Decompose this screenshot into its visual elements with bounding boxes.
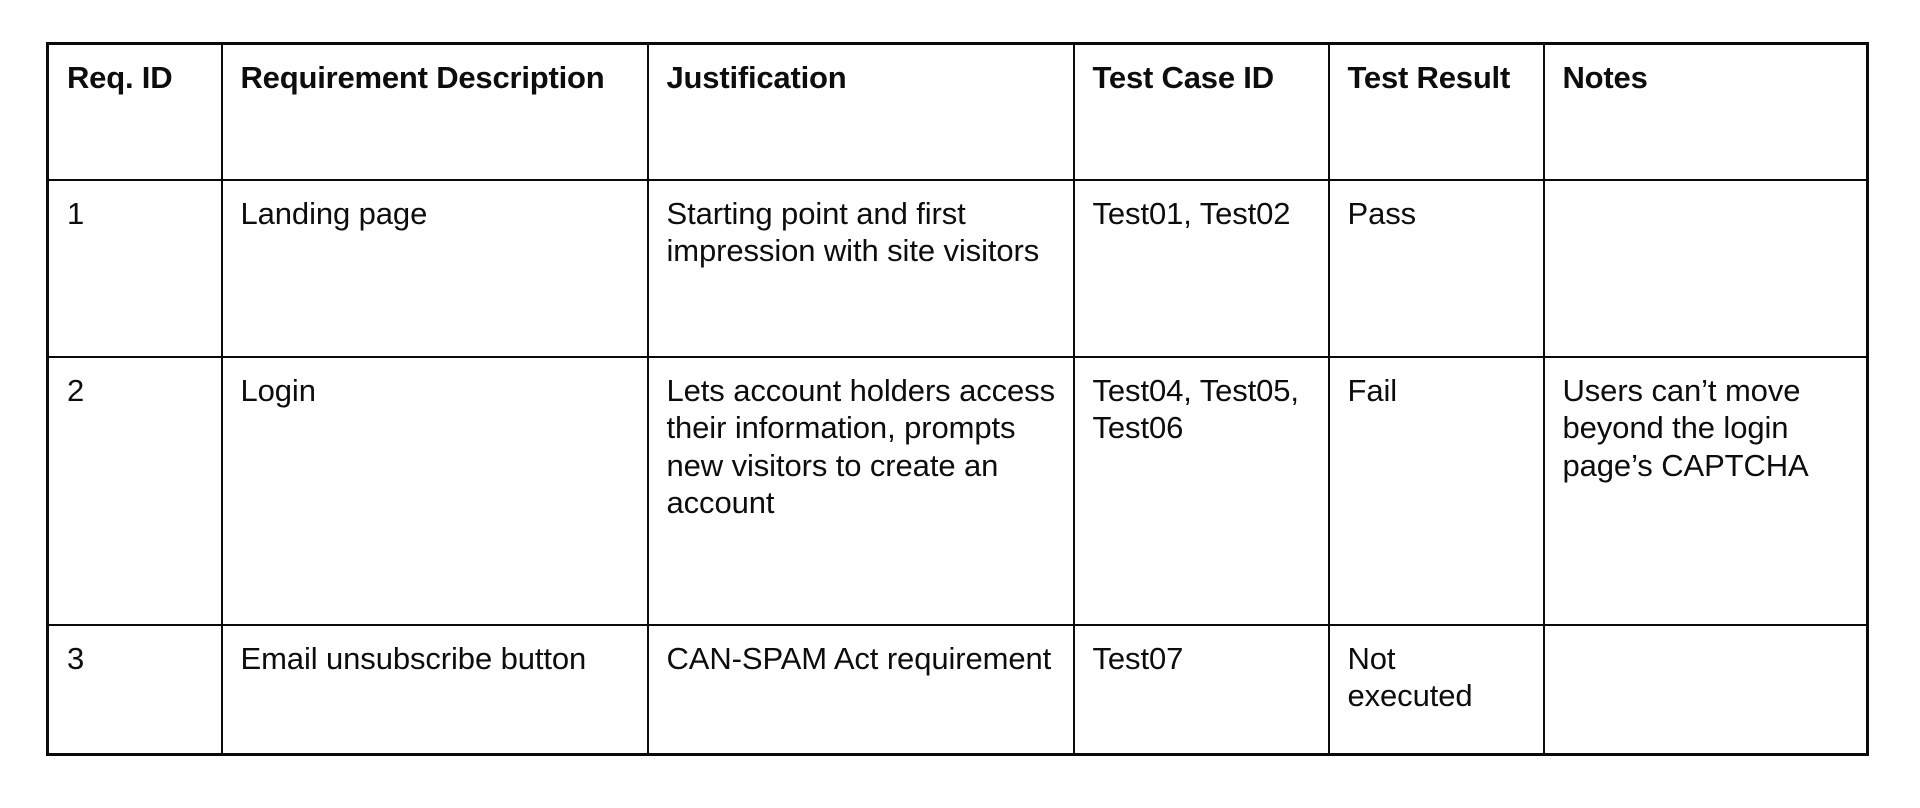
- column-header-test-result: Test Result: [1327, 42, 1545, 181]
- cell-justification-value: Lets account holders access their inform…: [666, 372, 1064, 521]
- column-header-test-case-id-label: Test Case ID: [1092, 60, 1275, 95]
- cell-justification-value: Starting point and first impression with…: [666, 195, 1040, 269]
- cell-test-case-id-value: Test04, Test05, Test06: [1092, 372, 1307, 446]
- cell-test-result-value: Fail: [1347, 372, 1398, 408]
- cell-test-result: Not executed: [1327, 623, 1545, 756]
- cell-requirement-description-value: Landing page: [240, 195, 428, 231]
- table-body: 1 Landing page Starting point and first …: [46, 178, 1869, 756]
- cell-test-result-value: Not executed: [1347, 640, 1473, 714]
- cell-test-result: Pass: [1327, 178, 1545, 358]
- cell-justification: Lets account holders access their inform…: [646, 355, 1075, 626]
- column-header-test-case-id: Test Case ID: [1072, 42, 1330, 181]
- cell-req-id: 2: [46, 355, 223, 626]
- cell-req-id: 3: [46, 623, 223, 756]
- cell-requirement-description: Login: [220, 355, 649, 626]
- cell-notes-value: Users can’t move beyond the login page’s…: [1562, 372, 1809, 483]
- cell-justification: CAN-SPAM Act requirement: [646, 623, 1075, 756]
- column-header-requirement-description-label: Requirement Description: [240, 60, 605, 95]
- cell-req-id-value: 1: [67, 195, 85, 231]
- cell-requirement-description-value: Email unsubscribe button: [240, 640, 587, 676]
- table-header: Req. ID Requirement Description Justific…: [46, 42, 1869, 181]
- cell-req-id-value: 3: [67, 640, 85, 676]
- cell-notes-value: [1563, 195, 1851, 196]
- table-row: 3 Email unsubscribe button CAN-SPAM Act …: [46, 623, 1869, 756]
- column-header-justification: Justification: [646, 42, 1075, 181]
- cell-test-case-id-value: Test07: [1092, 640, 1184, 676]
- cell-notes-value: [1563, 640, 1851, 641]
- cell-requirement-description: Landing page: [220, 178, 649, 358]
- column-header-notes: Notes: [1542, 42, 1869, 181]
- cell-requirement-description: Email unsubscribe button: [220, 623, 649, 756]
- cell-justification: Starting point and first impression with…: [646, 178, 1075, 358]
- table-header-row: Req. ID Requirement Description Justific…: [46, 42, 1869, 181]
- column-header-req-id: Req. ID: [46, 42, 223, 181]
- cell-requirement-description-value: Login: [240, 372, 316, 408]
- cell-req-id-value: 2: [67, 372, 85, 408]
- cell-test-result-value: Pass: [1347, 195, 1417, 231]
- column-header-test-result-label: Test Result: [1347, 60, 1511, 95]
- cell-test-case-id: Test07: [1072, 623, 1330, 756]
- cell-test-case-id: Test04, Test05, Test06: [1072, 355, 1330, 626]
- cell-notes: [1542, 623, 1869, 756]
- cell-justification-value: CAN-SPAM Act requirement: [666, 640, 1052, 676]
- cell-notes: Users can’t move beyond the login page’s…: [1542, 355, 1869, 626]
- column-header-req-id-label: Req. ID: [67, 60, 173, 95]
- cell-req-id: 1: [46, 178, 223, 358]
- column-header-requirement-description: Requirement Description: [220, 42, 649, 181]
- cell-test-case-id: Test01, Test02: [1072, 178, 1330, 358]
- table-row: 1 Landing page Starting point and first …: [46, 178, 1869, 358]
- cell-notes: [1542, 178, 1869, 358]
- requirements-traceability-table: Req. ID Requirement Description Justific…: [46, 42, 1869, 756]
- cell-test-result: Fail: [1327, 355, 1545, 626]
- table-row: 2 Login Lets account holders access thei…: [46, 355, 1869, 626]
- requirements-table-container: Req. ID Requirement Description Justific…: [46, 42, 1869, 756]
- cell-test-case-id-value: Test01, Test02: [1092, 195, 1291, 231]
- column-header-notes-label: Notes: [1562, 60, 1648, 95]
- column-header-justification-label: Justification: [666, 60, 847, 95]
